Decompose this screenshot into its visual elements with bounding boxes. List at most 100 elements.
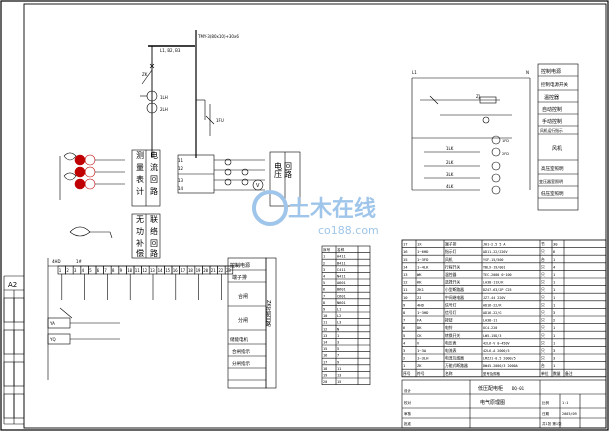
center-table-name: N [337, 327, 339, 331]
center-table-idx: 20 [323, 380, 327, 384]
terminal-number: 8 [112, 268, 115, 273]
control-circuit: L1 N ZJ 1LK 2LK 3LK 4LK 1FD 2FD [411, 63, 579, 211]
parts-table-cell: V [417, 340, 420, 345]
terminal-strip: 4HD 1# YA YQ 控制电源 端子排 合闸 分闸 储能电机 合闸指示 分闸… [47, 257, 277, 389]
center-table-name: A411 [337, 255, 346, 259]
center-table-idx: 8 [323, 301, 325, 305]
center-table-idx: 14 [323, 341, 327, 345]
center-table-name: L1 [337, 308, 341, 312]
parts-table-cell: UC4-220 [483, 326, 497, 330]
ct-label: L1, B2, B3 [160, 48, 181, 53]
term-label-6: 储能电机 [230, 336, 248, 343]
parts-table-cell: 3 [553, 348, 555, 353]
terminal-number: 11 [135, 268, 140, 273]
parts-table-cell: 6 [403, 325, 406, 330]
tb-scale: 1:1 [562, 401, 568, 405]
parts-table-cell: 只 [541, 333, 545, 338]
terminal-number: 20 [203, 268, 208, 273]
parts-table-cell: AD16-22/G [483, 311, 501, 315]
parts-table-cell: 只 [541, 302, 545, 307]
parts-table-cell: DW45-2000/3 2000A [483, 364, 518, 368]
parts-table-cell: 1~3LH [417, 356, 429, 361]
tb-field-0: 设计 [404, 388, 412, 393]
parts-table-cell: LA38-11X/K [483, 281, 504, 285]
watermark-url: co188.com [318, 224, 379, 237]
ctrl-label-0: 控制电源 [541, 68, 561, 75]
terminal-number: 23 [226, 268, 231, 273]
ctrl-label-6: 风机 [552, 145, 562, 152]
center-table-idx: 13 [323, 334, 327, 338]
parts-table-cell: 台 [541, 363, 545, 368]
ctrl-label-1: 控制电源开关 [541, 81, 568, 88]
parts-table-cell: FA [417, 318, 422, 323]
terminal-number: 21 [211, 268, 216, 273]
parts-table-cell: DK [417, 325, 422, 330]
parts-table-cell: CK [417, 333, 422, 338]
parts-table-cell: 42L6-V 0~450V [483, 341, 510, 345]
parts-table-cell: 只 [541, 310, 545, 315]
svg-text:N: N [526, 70, 529, 75]
svg-text:偿: 偿 [136, 248, 144, 258]
svg-text:回: 回 [150, 175, 158, 184]
parts-table-cell: 电压表 [445, 340, 457, 345]
voltmeter-symbol [252, 179, 264, 191]
terminal-number: 22 [218, 268, 223, 273]
svg-text:ZK控制回路: ZK控制回路 [265, 300, 271, 328]
center-table-idx: 9 [323, 308, 325, 312]
parts-table-cell: 2 [553, 318, 555, 323]
center-table-idx: 7 [323, 294, 325, 298]
parts-table-cell: 1X [417, 242, 422, 247]
svg-text:2LK: 2LK [446, 160, 454, 165]
svg-text:路: 路 [150, 186, 158, 196]
parts-table-cell: 只 [541, 318, 545, 323]
terminal-number: 10 [127, 268, 132, 273]
svg-text:表: 表 [136, 174, 144, 184]
term-label-3: 合闸 [238, 293, 248, 300]
parts-table-cell: 中间继电器 [445, 295, 464, 300]
parts-table-cell: 选择开关 [445, 280, 460, 285]
svg-text:1FU: 1FU [216, 118, 224, 123]
parts-table-cell: 1~4LK [417, 264, 429, 269]
center-table-name: 1 [337, 334, 339, 338]
tb-field-2: 审核 [404, 411, 412, 416]
parts-table-cell: DZ47-63/2P C25 [483, 288, 512, 292]
parts-table-cell: 5 [403, 333, 405, 338]
drawing-no: DQ-01 [512, 386, 525, 391]
parts-table-cell: 1 [553, 257, 556, 262]
center-table-name: A601 [337, 281, 346, 285]
svg-text:11: 11 [178, 158, 184, 163]
parts-table-cell: 16 [403, 249, 408, 254]
terminal-cell [224, 265, 234, 275]
parts-table-cell: 9 [403, 302, 406, 307]
parts-table-cell: 12 [403, 280, 408, 285]
svg-text:电压: 电压 [274, 161, 283, 179]
parts-table-cell: 14 [403, 264, 408, 269]
parts-table-cell: 小型断路器 [445, 287, 464, 292]
parts-table-cell: 温控器 [445, 272, 457, 277]
parts-table-cell: 4 [553, 264, 556, 269]
watermark: 土木在线 co188.com [252, 190, 379, 237]
parts-table-cell: 42L6-A 2000/5 [483, 349, 510, 353]
svg-text:ZJ: ZJ [476, 94, 480, 99]
parts-table-cell: AD16-22/R [483, 303, 502, 307]
parts-table-cell: 1~3FD [417, 257, 429, 262]
terminal-number: 13 [150, 268, 155, 273]
parts-table-cell: 电流互感器 [445, 356, 464, 361]
term-label-8: 分闸指示 [232, 360, 250, 367]
tb-field-3: 批准 [404, 421, 412, 426]
parts-table-cell: 只 [541, 280, 545, 285]
svg-text:回: 回 [150, 239, 158, 248]
tb-field-1: 校对 [404, 400, 412, 405]
parts-table-cell: 7 [403, 318, 405, 323]
parts-table-cell: 11 [403, 287, 408, 292]
parts-table-cell: 1 [553, 280, 556, 285]
ctrl-label-5: 风机运行指示 [540, 128, 563, 133]
svg-text:1LK: 1LK [446, 146, 454, 151]
busbar-label: TMY-3(80x10)+30x6 [197, 34, 239, 39]
term-label-5: 分闸 [238, 317, 248, 324]
ctrl-label-7: 高压室照明 [541, 165, 564, 172]
center-table-name: B411 [337, 261, 346, 265]
parts-table-cell: 1~3HD [417, 310, 429, 315]
